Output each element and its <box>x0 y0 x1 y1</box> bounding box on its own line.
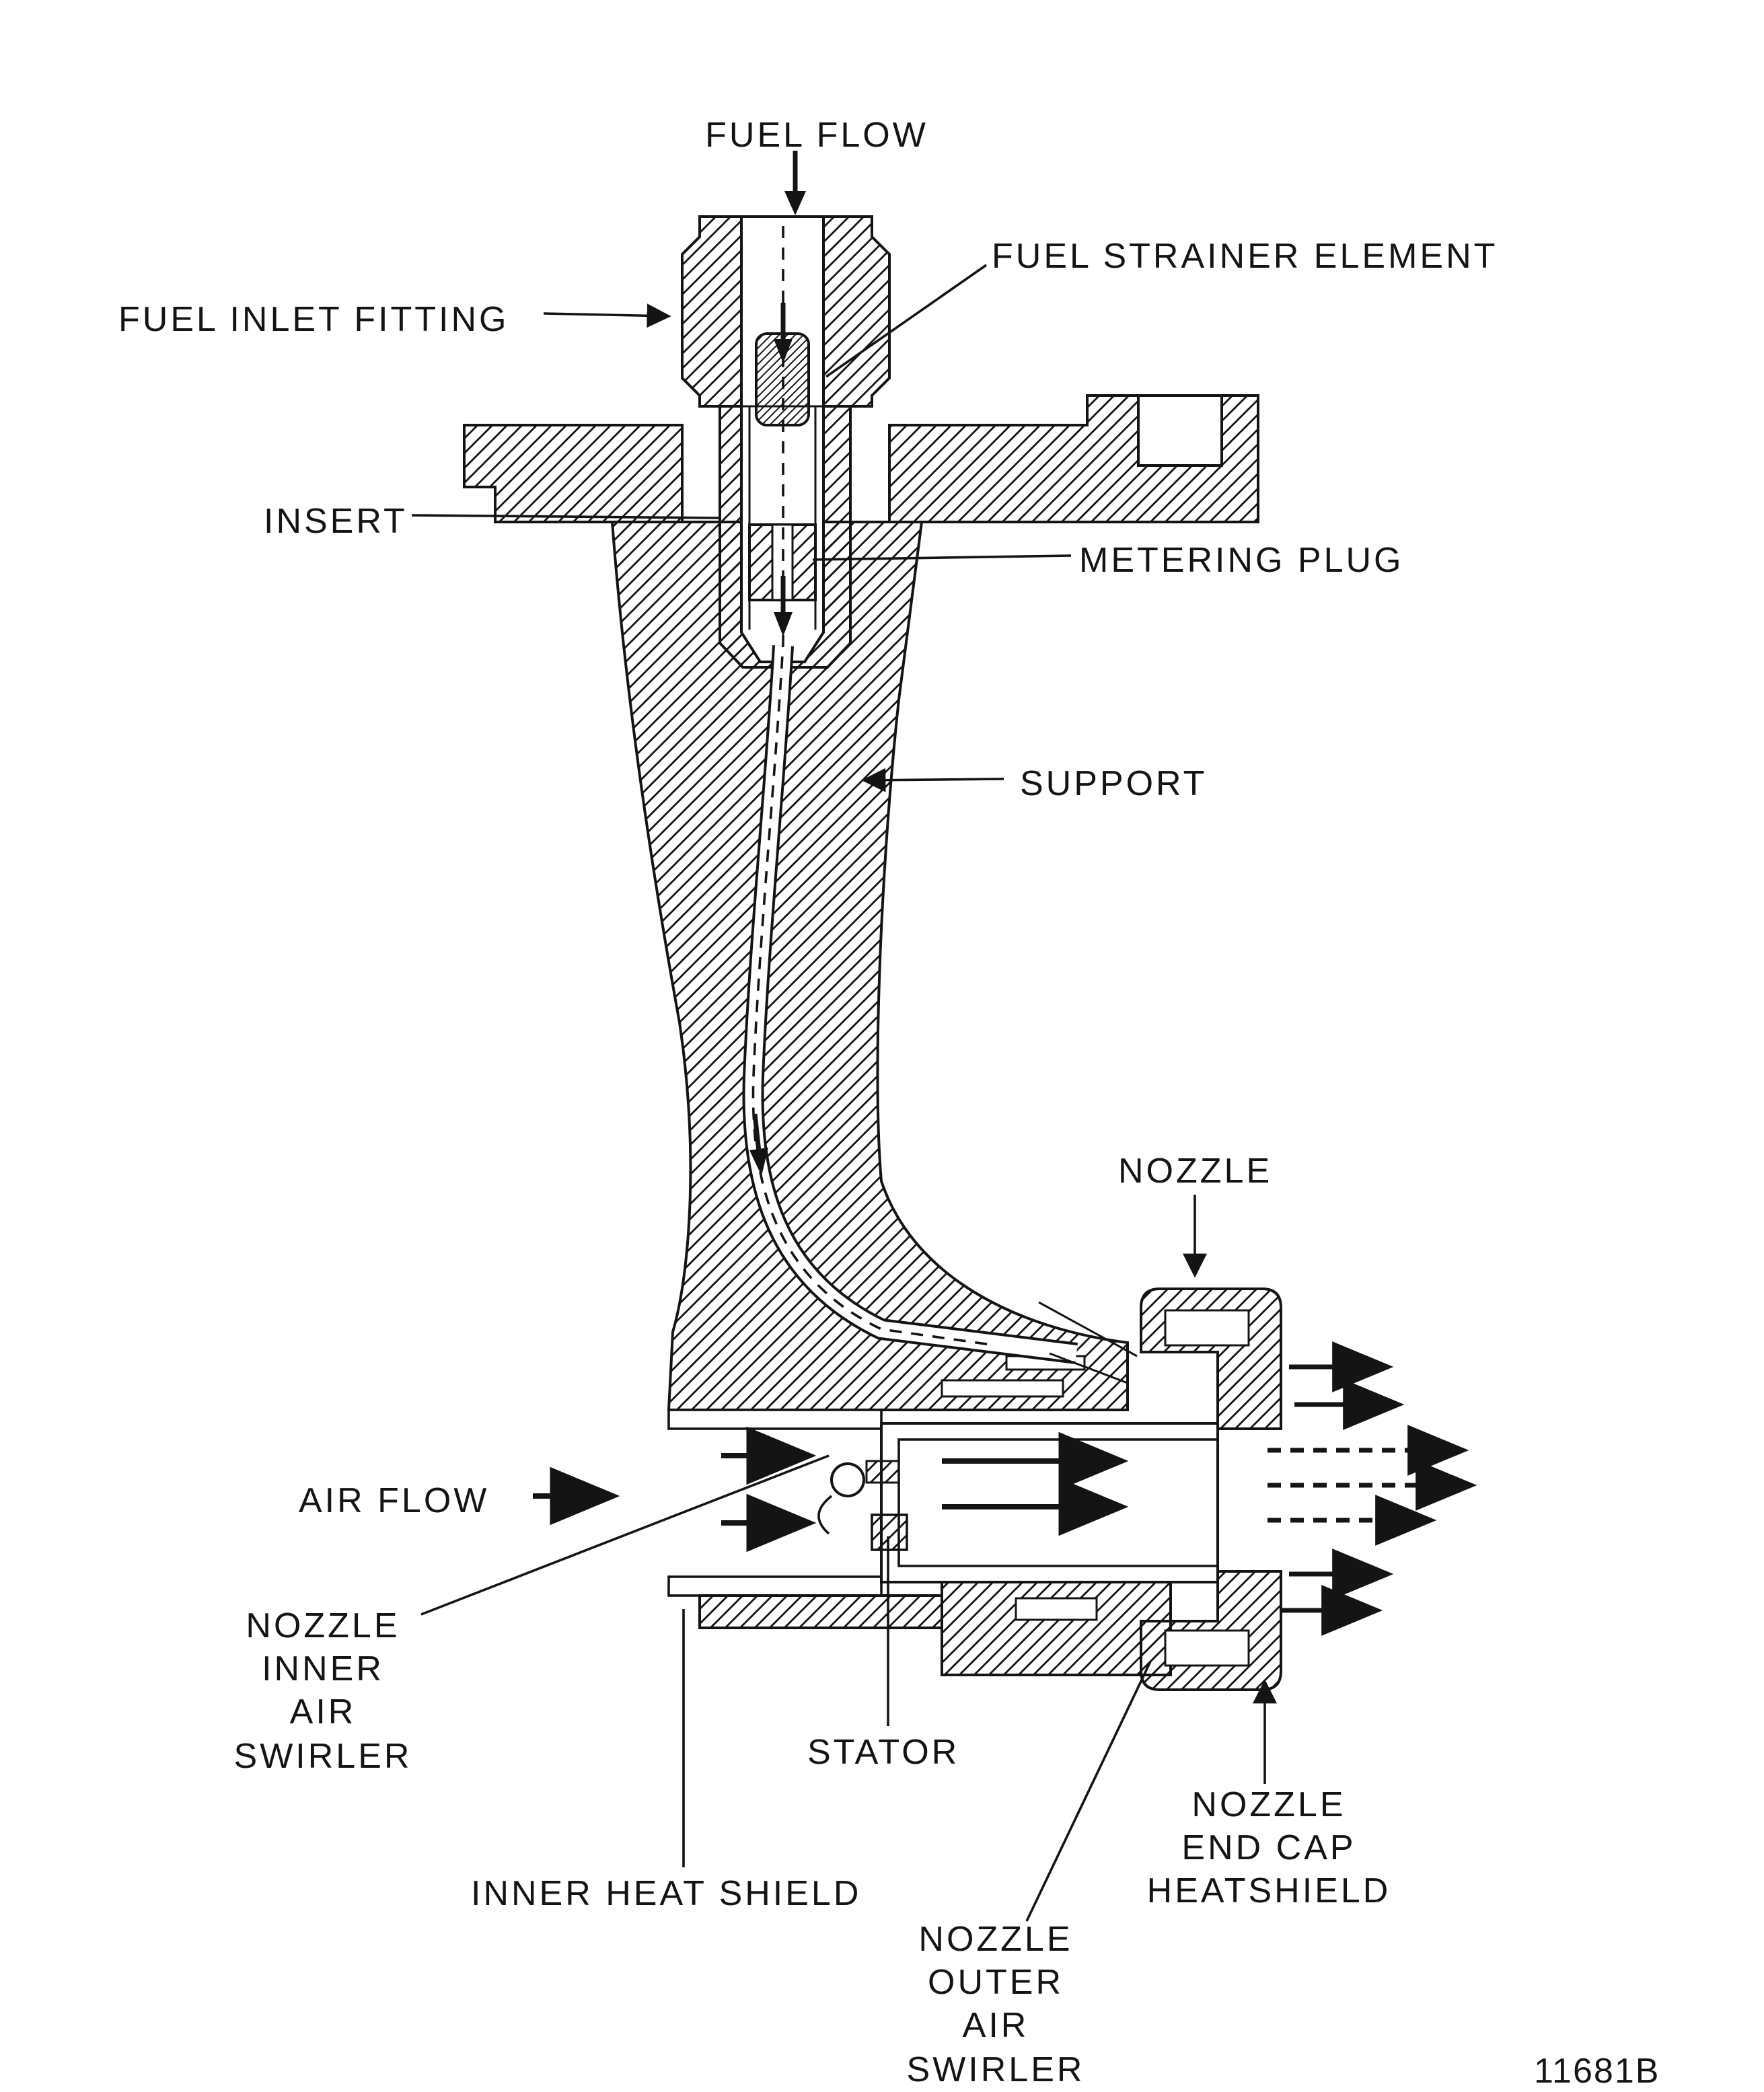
label-inner-heat-shield: INNER HEAT SHIELD <box>471 1873 862 1913</box>
leader-lines <box>411 264 1277 1922</box>
nozzle-detail-lines <box>1038 1301 1138 1384</box>
nozzle-tube-inner <box>897 1438 1218 1567</box>
spray-exit-arrows <box>1267 1341 1477 1636</box>
leader-metering-plug <box>812 554 1072 561</box>
air-inlet-top-wall <box>667 1409 883 1430</box>
label-fuel-strainer-element: FUEL STRAINER ELEMENT <box>992 235 1498 276</box>
fuel-nozzle-cross-section <box>411 151 1477 1922</box>
label-nozzle: NOZZLE <box>1118 1150 1273 1191</box>
label-support: SUPPORT <box>1020 763 1208 803</box>
nozzle-outer-air-swirler-shape <box>941 1581 1172 1676</box>
liner-slot <box>941 1379 1064 1398</box>
air-inlet-interior <box>665 1429 885 1577</box>
nozzle-cap-top-groove <box>1164 1309 1250 1347</box>
support-shape <box>610 521 1129 1411</box>
label-metering-plug: METERING PLUG <box>1079 539 1404 580</box>
inner-air-swirler-shape <box>830 1462 865 1497</box>
inner-heat-shield-shape <box>698 1594 943 1629</box>
figure-number: 11681B <box>1534 2050 1660 2091</box>
flange-bolt-notch <box>1137 394 1223 467</box>
leader-inner-air-swirler <box>420 1454 830 1616</box>
air-inlet-bottom-wall <box>667 1575 883 1597</box>
leader-insert <box>411 514 722 519</box>
leader-fuel-strainer-element <box>825 264 988 378</box>
stator-shape <box>871 1514 908 1551</box>
air-flow-arrows <box>533 1426 1129 1553</box>
mount-flange-left <box>463 424 684 523</box>
label-insert: INSERT <box>264 500 408 541</box>
inner-air-swirler-vane <box>865 1460 900 1484</box>
leader-support <box>861 768 1004 792</box>
fuel-centerline <box>751 226 996 1347</box>
label-fuel-inlet-fitting: FUEL INLET FITTING <box>118 299 509 339</box>
fuel-flow-arrow <box>784 151 806 215</box>
outer-swirler-slot <box>1015 1597 1098 1621</box>
label-stator: STATOR <box>807 1731 960 1772</box>
end-cap-groove <box>1164 1629 1250 1667</box>
fuel-flow-internal-arrows <box>749 303 793 1176</box>
leader-outer-air-swirler <box>1025 1661 1152 1922</box>
inner-air-swirler-arc <box>817 1495 833 1535</box>
leader-fuel-inlet-fitting <box>543 303 671 328</box>
nozzle-tube-outer <box>880 1422 1219 1583</box>
label-nozzle-outer-air-swirler: NOZZLE OUTER AIR SWIRLER <box>906 1918 1085 2089</box>
label-nozzle-inner-air-swirler: NOZZLE INNER AIR SWIRLER <box>233 1605 412 1776</box>
figure-canvas: FUEL FLOW FUEL STRAINER ELEMENT FUEL INL… <box>118 114 1659 2091</box>
label-air-flow: AIR FLOW <box>299 1480 490 1520</box>
label-fuel-flow: FUEL FLOW <box>705 114 928 155</box>
label-nozzle-end-cap-heatshield: NOZZLE END CAP HEATSHIELD <box>1146 1784 1391 1911</box>
